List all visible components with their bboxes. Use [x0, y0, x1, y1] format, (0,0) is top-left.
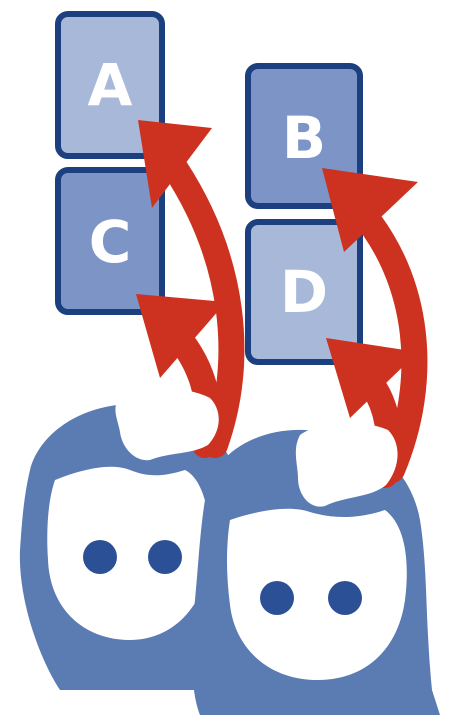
block-b-label: B: [282, 104, 326, 172]
arrow-left-to-a-icon: [138, 120, 245, 458]
left-eye-icon: [260, 581, 294, 615]
block-d-label: D: [280, 258, 328, 326]
right-eye-icon: [328, 581, 362, 615]
block-c-label: C: [89, 208, 132, 276]
right-eye-icon: [148, 540, 182, 574]
block-c: C: [55, 167, 165, 315]
right-hair-tuft-icon: [295, 422, 398, 507]
left-hair-tuft-icon: [115, 388, 219, 461]
person-left-icon: [19, 404, 246, 690]
person-right-icon: [191, 429, 440, 715]
left-eye-icon: [83, 540, 117, 574]
block-a-label: A: [88, 51, 133, 119]
block-b: B: [245, 63, 363, 209]
block-d: D: [245, 219, 363, 365]
arrow-right-to-b-icon: [322, 168, 428, 483]
block-a: A: [55, 11, 165, 159]
